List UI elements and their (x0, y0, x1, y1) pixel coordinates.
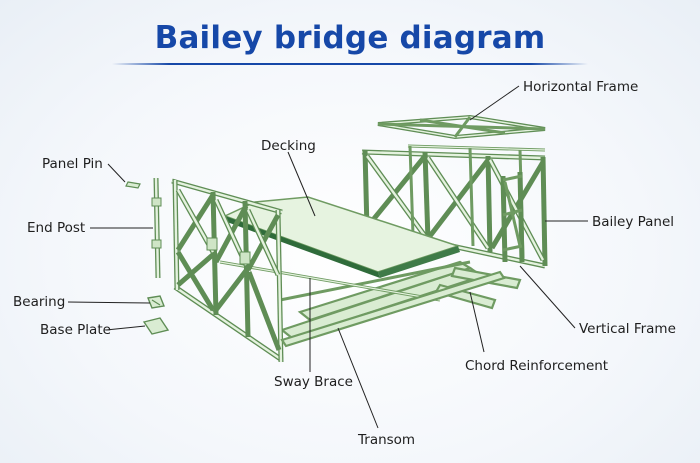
label-vertical-frame: Vertical Frame (579, 321, 676, 337)
label-horizontal-frame: Horizontal Frame (523, 79, 638, 95)
label-chord-reinforcement: Chord Reinforcement (465, 358, 608, 374)
horizontal-frame (377, 114, 546, 140)
label-transom: Transom (357, 432, 415, 448)
title-underline (112, 63, 588, 65)
vertical-frame (500, 171, 525, 263)
label-panel-pin: Panel Pin (42, 156, 103, 172)
label-bailey-panel: Bailey Panel (592, 214, 674, 230)
label-bearing: Bearing (13, 294, 65, 310)
panel-pin (125, 181, 141, 189)
label-end-post: End Post (27, 220, 85, 236)
label-sway-brace: Sway Brace (274, 374, 353, 390)
leader-lines (67, 85, 588, 429)
near-bailey-panel (171, 178, 284, 363)
decking (223, 196, 461, 278)
base-plate (142, 317, 170, 335)
end-post (151, 177, 162, 279)
diagram-title: Bailey bridge diagram (154, 20, 546, 56)
transom-beams (279, 260, 522, 340)
label-base-plate: Base Plate (40, 322, 111, 338)
sway-brace (219, 260, 471, 302)
chord-reinforcement (280, 270, 506, 348)
labels: Horizontal Frame Decking Panel Pin End P… (13, 79, 676, 448)
bearing (147, 295, 165, 309)
label-decking: Decking (261, 138, 316, 154)
